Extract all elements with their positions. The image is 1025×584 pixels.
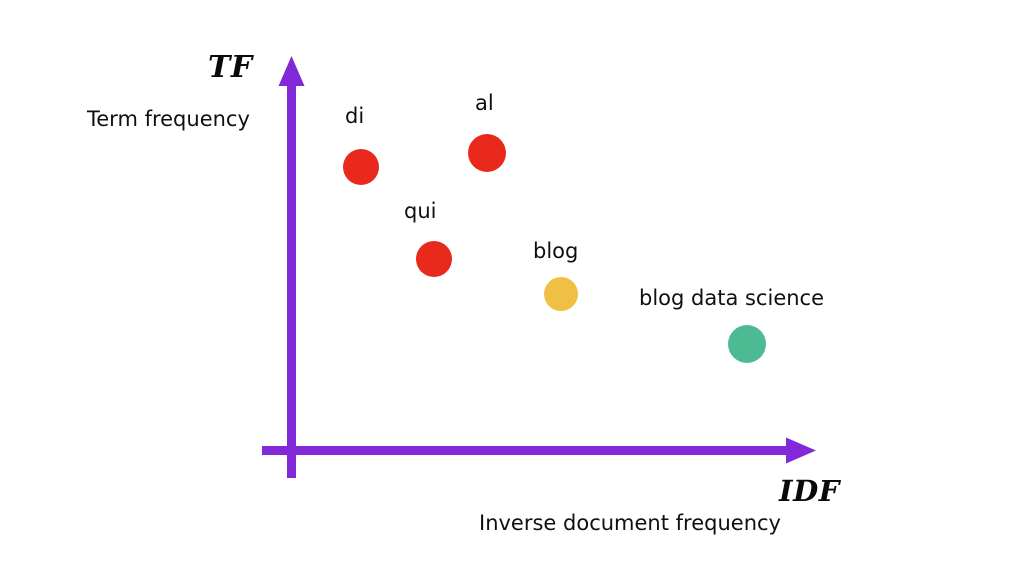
x-axis-name-label: IDF xyxy=(779,474,840,508)
y-axis-arrowhead xyxy=(278,56,305,86)
data-point-marker xyxy=(468,134,506,172)
data-point-label: blog xyxy=(533,239,579,263)
data-point-label: di xyxy=(345,104,365,128)
data-point-marker xyxy=(544,277,578,311)
data-point-marker xyxy=(416,241,452,277)
x-axis-description-label: Inverse document frequency xyxy=(479,511,781,535)
y-axis-name-label: TF xyxy=(208,50,253,85)
x-axis-arrowhead xyxy=(786,437,816,464)
data-point-marker xyxy=(728,325,766,363)
data-point-label: qui xyxy=(404,199,437,223)
data-point-marker xyxy=(343,149,379,185)
y-axis-description-label: Term frequency xyxy=(87,107,250,131)
data-point-label: blog data science xyxy=(639,286,825,310)
data-point-label: al xyxy=(475,91,494,115)
